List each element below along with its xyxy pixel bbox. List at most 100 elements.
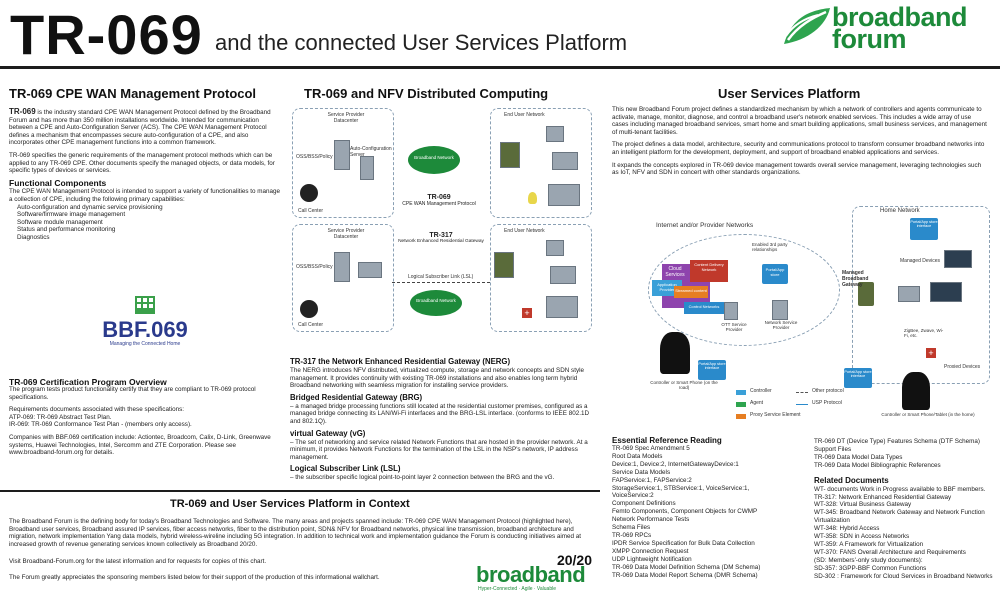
bbf069-logo: BBF.069 Managing the Connected Home: [90, 296, 200, 358]
list-item: WT-345: Broadband Network Gateway and Ne…: [814, 509, 985, 525]
bb2020-word: broadband: [476, 562, 586, 587]
list-item: TR-069 DT (Device Type) Features Schema …: [814, 438, 980, 445]
requirements-intro: Requirements documents associated with t…: [9, 406, 185, 414]
list-item: VoiceService:2: [612, 492, 654, 500]
list-item: TR-069 Data Model Report Schema (DMR Sch…: [612, 571, 758, 579]
poster-subtitle: and the connected User Services Platform: [215, 30, 628, 55]
control-networks-box: [684, 302, 724, 314]
list-item: WT-328: Virtual Business Gateway: [814, 501, 912, 509]
cloud-label: Broadband Network: [414, 155, 454, 160]
sp-datacenter-label: Service Provider Datacenter: [327, 228, 365, 240]
device-icon: [546, 296, 578, 318]
functional-components-list: Auto-configuration and dynamic service p…: [9, 204, 281, 242]
reference-reading-2: TR-069 DT (Device Type) Features Schema …: [814, 438, 994, 581]
reference-list-2: TR-069 DT (Device Type) Features Schema …: [814, 438, 994, 470]
context-heading: TR-069 and User Services Platform in Con…: [170, 498, 410, 510]
tr317-diagram: Service Provider Datacenter OSS/BSS/Poli…: [290, 222, 595, 334]
nerg-heading: TR-317 the Network Enhanced Residential …: [290, 357, 511, 366]
call-center-person-icon: [300, 300, 318, 318]
tr069-diagram: Service Provider Datacenter OSS/BSS/Poli…: [290, 104, 595, 219]
usp-para1: This new Broadband Forum project defines…: [612, 106, 987, 136]
controller-road-label: Controller or Smart Phone (on the road): [650, 380, 718, 390]
list-item: Auto-configuration and dynamic service p…: [17, 203, 163, 211]
managed-gateway-label: Managed Broadband Gateway: [842, 270, 869, 288]
certified-companies: Companies with BBF.069 certification inc…: [9, 433, 271, 457]
legend-other: Other protocol: [812, 388, 844, 394]
acs-label: Auto-Configuration Server: [350, 146, 392, 158]
lsl-heading: Logical Subscriber Link (LSL): [290, 464, 401, 474]
poster-title: TR-069: [10, 3, 203, 66]
usp-heading: User Services Platform: [718, 86, 861, 101]
managed-gateway-icon: [858, 282, 874, 306]
ott-label: OTT Service Provider: [721, 322, 747, 332]
legend-usp-line: [796, 404, 808, 405]
certification-heading: TR-069 Certification Program Overview: [9, 377, 167, 387]
legend-usp: USP Protocol: [812, 400, 842, 406]
control-networks-label: Control Networks: [688, 304, 720, 309]
list-item: UDP Lightweight Notification: [612, 555, 692, 563]
acs-server-icon: [360, 156, 374, 180]
bulb-icon: [528, 192, 537, 204]
functional-components-heading: Functional Components: [9, 177, 107, 188]
nsp-label: Network Service Provider: [764, 320, 798, 330]
certification-text: The program tests product functionality …: [9, 386, 281, 462]
portal-interface-box: [698, 360, 726, 380]
device-icon: [898, 286, 920, 302]
server-icon: [334, 252, 350, 282]
leaf-logo-icon: [784, 8, 830, 44]
managed-devices-label: Managed Devices: [900, 258, 941, 264]
broadband-network-cloud: Broadband Network: [410, 290, 462, 316]
list-item: TR-317: Network Enhanced Residential Gat…: [814, 493, 952, 501]
oss-label: OSS/BSS/Policy: [296, 264, 333, 270]
tr069-heading: TR-069 CPE WAN Management Protocol: [9, 86, 257, 101]
content-delivery-label: Content Delivery Network: [694, 262, 724, 272]
nerg-text: The NERG introduces NFV distributed, vir…: [290, 367, 584, 390]
usp-para2: The project defines a data model, archit…: [612, 141, 985, 156]
related-docs-list: WT- documents Work in Progress available…: [814, 486, 994, 581]
portal-app-store-label: Portal/App store: [765, 267, 785, 277]
device-icon: [552, 152, 578, 170]
enabled-3rd-party-label: Enabled 3rd party relationships: [752, 242, 788, 252]
internet-label: Internet and/or Provider Networks: [656, 222, 754, 229]
list-item: (SD: Members'-only study documents):: [814, 556, 923, 564]
bottom-rule: [0, 490, 600, 492]
sp-datacenter-box: [292, 224, 394, 332]
list-item: Device:1, Device:2, InternetGatewayDevic…: [612, 460, 739, 468]
list-item: Diagnostics: [17, 233, 50, 241]
plus-icon: +: [522, 308, 532, 318]
end-user-label: End User Network: [504, 228, 545, 234]
broadband-network-cloud: Broadband Network: [408, 146, 460, 174]
usp-para3: It expands the concepts explored in TR-0…: [612, 161, 982, 177]
device-icon: [546, 126, 564, 142]
nerg-text-block: TR-317 the Network Enhanced Residential …: [290, 354, 600, 482]
device-icon: [548, 184, 580, 206]
list-item: WT-370: FANS Overall Architecture and Re…: [814, 548, 966, 556]
router-icon: [500, 142, 520, 168]
oss-label: OSS/BSS/Policy: [296, 154, 333, 160]
list-item: TR-069 Data Model Bibliographic Referenc…: [814, 461, 941, 469]
reference-list: TR-069 Spec Amendment 5 Root Data Models…: [612, 445, 802, 579]
list-item: SD-302 : Framework for Cloud Services in…: [814, 572, 993, 580]
server-icon: [334, 140, 350, 170]
list-item: Status and performance monitoring: [17, 226, 116, 234]
tr317-proto-label: TR-317 Network Enhanced Residential Gate…: [394, 232, 488, 244]
device-icon: [546, 240, 564, 256]
context-text: The Broadband Forum is the defining body…: [9, 518, 599, 587]
portal-interface-box: [844, 368, 872, 388]
brg-icon: [494, 252, 514, 278]
tv-icon: [944, 250, 972, 268]
list-item: Service Data Models: [612, 468, 671, 476]
list-item: Network Performance Tests: [612, 516, 690, 524]
list-item: Component Definitions: [612, 500, 676, 508]
legend-controller: Controller: [750, 388, 772, 394]
cloud-label: Broadband Network: [416, 298, 456, 303]
bb2020-number: 20/20: [556, 552, 592, 568]
proxied-devices-label: Proxied Devices: [944, 364, 981, 370]
legend-proxy-swatch: [736, 414, 746, 419]
legend-other-line: [796, 392, 808, 393]
bb2020-tagline: Hyper-Connected · Agile · Valuable: [478, 586, 557, 592]
lsl-label: Logical Subscriber Link (LSL): [408, 274, 474, 280]
call-center-label: Call Center: [298, 208, 324, 214]
legend-controller-swatch: [736, 390, 746, 395]
certification-desc: The program tests product functionality …: [9, 386, 256, 401]
